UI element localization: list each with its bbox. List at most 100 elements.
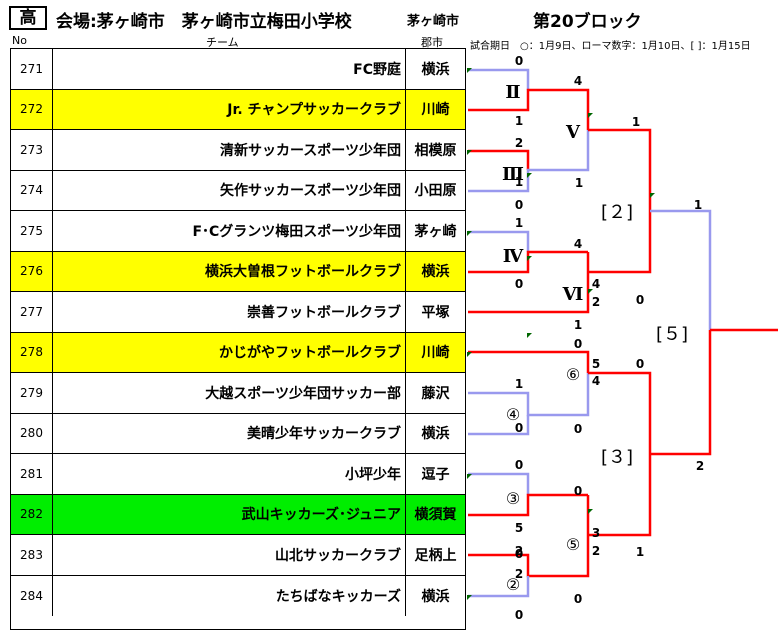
team-number: 275 (11, 211, 53, 251)
round-label: Ⅲ (502, 164, 524, 185)
match-score: 4 (592, 277, 600, 291)
bracket-line (468, 272, 590, 314)
venue-title: 会場:茅ヶ崎市 茅ヶ崎市立梅田小学校 (56, 12, 352, 32)
marker-icon (650, 193, 655, 198)
round-label: Ⅵ (562, 284, 584, 305)
team-city: 逗子 (421, 466, 450, 483)
marker-icon (527, 256, 532, 261)
team-number: 281 (11, 454, 53, 494)
team-name: 武山キッカーズ･ジュニア (53, 494, 406, 534)
match-score: 1 (636, 545, 644, 559)
marker-icon (527, 173, 532, 178)
col-header-team: チーム (206, 36, 239, 49)
team-city: 横浜 (421, 61, 450, 78)
match-label: ② (506, 575, 520, 594)
team-number: 271 (11, 49, 53, 89)
schedule-note: 試合期日 ○：1月9日、ローマ数字：1月10日、[ ]：1月15日 (470, 41, 751, 52)
match-score: 1 (515, 377, 523, 391)
marker-icon (467, 150, 472, 155)
col-header-city: 郡市 (421, 36, 443, 49)
match-score: 0 (515, 277, 523, 291)
marker-icon (588, 509, 593, 514)
match-score: 1 (515, 114, 523, 128)
marker-icon (467, 231, 472, 236)
grade-badge: 高 (9, 6, 47, 30)
marker-icon (588, 289, 593, 294)
bracket-line (468, 250, 588, 274)
match-score: 4 (592, 374, 600, 388)
match-score: 5 (592, 357, 600, 371)
match-score: 0 (515, 608, 523, 622)
team-name: Jr. チャンプサッカークラブ (53, 89, 406, 129)
team-number: 278 (11, 332, 53, 372)
team-city: 横浜 (421, 588, 450, 605)
match-score: 0 (515, 547, 523, 561)
team-city: 横須賀 (414, 507, 457, 524)
bracket-line (588, 211, 652, 274)
match-score: 1 (575, 176, 583, 190)
bracket-line (468, 68, 530, 90)
team-city: 川崎 (421, 102, 450, 119)
match-score: 1 (515, 175, 523, 189)
match-score: 0 (515, 198, 523, 212)
marker-icon (467, 595, 472, 600)
match-score: 3 (592, 526, 600, 540)
team-city: 横浜 (421, 426, 450, 443)
bracket-line (588, 454, 652, 537)
match-label: ④ (506, 405, 520, 424)
match-label: ③ (506, 489, 520, 508)
team-city: 茅ヶ崎 (414, 223, 457, 240)
team-city: 足柄上 (414, 547, 457, 564)
final-label: [２] (601, 202, 633, 223)
match-score: 0 (515, 421, 523, 435)
team-city: 横浜 (421, 264, 450, 281)
team-name: 大越スポーツ少年団サッカー部 (53, 373, 406, 413)
team-name: 美晴少年サッカークラブ (53, 413, 406, 453)
team-name: 横浜大曽根フットボールクラブ (53, 251, 406, 291)
team-name: かじがやフットボールクラブ (53, 332, 406, 372)
match-score: 0 (574, 422, 582, 436)
team-name: F･Cグランツ梅田スポーツ少年団 (53, 211, 406, 251)
bracket-line (468, 415, 530, 436)
bracket-line (468, 576, 530, 598)
team-name: 小坪少年 (53, 454, 406, 494)
bracket-line (468, 230, 530, 252)
match-score: 2 (515, 136, 523, 150)
match-score: 0 (636, 293, 644, 307)
team-number: 282 (11, 494, 53, 534)
match-score: 2 (592, 295, 600, 309)
team-name: 清新サッカースポーツ少年団 (53, 130, 406, 170)
match-score: 2 (592, 544, 600, 558)
match-label: ⑤ (566, 535, 580, 554)
match-score: 0 (515, 458, 523, 472)
team-number: 283 (11, 535, 53, 575)
bracket-line (468, 472, 530, 495)
match-score: 0 (574, 484, 582, 498)
team-number: 284 (11, 575, 53, 616)
match-score: 1 (632, 115, 640, 129)
match-score: 4 (574, 74, 582, 88)
match-score: 5 (515, 521, 523, 535)
match-label: ⑥ (566, 365, 580, 384)
team-city: 川崎 (421, 345, 450, 362)
team-name: たちばなキッカーズ (53, 575, 406, 616)
team-city: 藤沢 (421, 385, 450, 402)
venue-city: 茅ヶ崎市 (407, 14, 460, 29)
team-city: 小田原 (414, 183, 457, 200)
match-score: 2 (696, 459, 704, 473)
bracket-line (588, 128, 652, 211)
marker-icon (467, 68, 472, 73)
round-label: Ⅳ (503, 246, 524, 267)
team-number: 274 (11, 170, 53, 210)
